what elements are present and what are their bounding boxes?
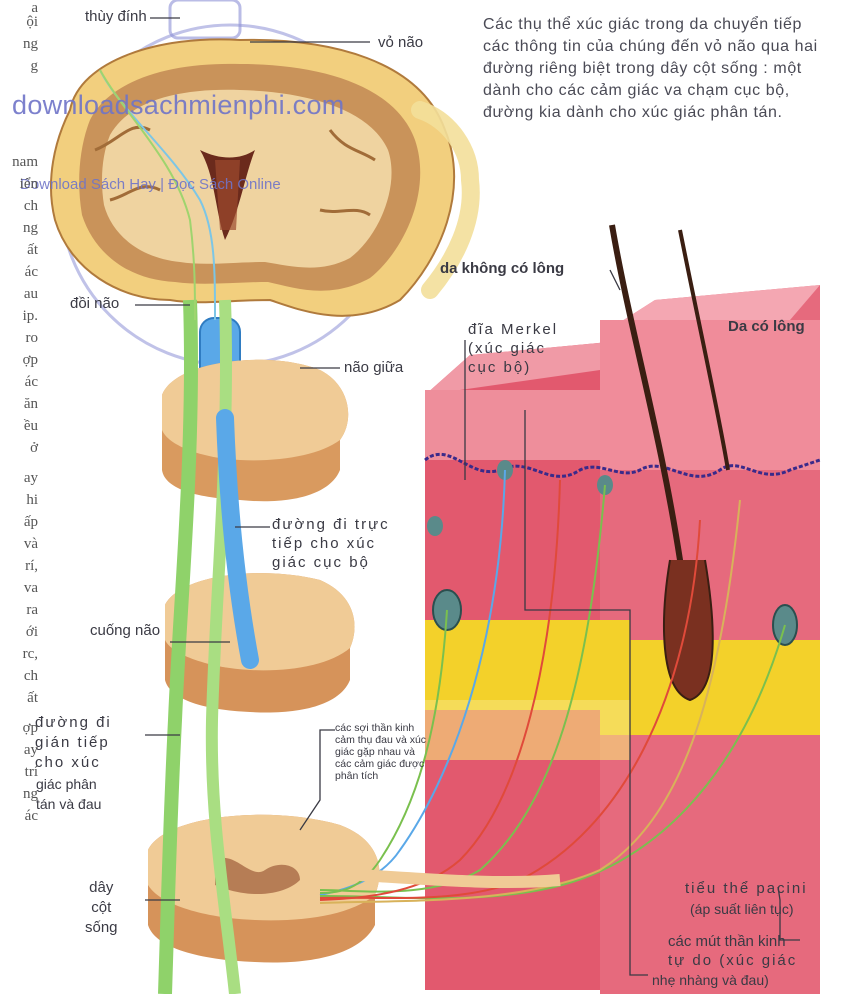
margin-fragment: ợp <box>0 352 38 369</box>
margin-fragment: rc, <box>0 646 38 663</box>
margin-fragment: rí, <box>0 558 38 575</box>
margin-fragment: ro <box>0 330 38 347</box>
label-mut-than-kinh-2: tự do (xúc giác <box>668 952 797 970</box>
margin-fragment: ch <box>0 668 38 685</box>
label-duong-truc-tiep: đường đi trực tiếp cho xúc giác cục bộ <box>272 515 390 572</box>
margin-fragment: va <box>0 580 38 597</box>
margin-fragment: iển <box>0 176 38 193</box>
label-dia-merkel: đĩa Merkel (xúc giác cục bộ) <box>468 320 558 377</box>
label-ap-suat: (áp suất liên tục) <box>690 900 794 918</box>
margin-fragment: ợp <box>0 720 38 737</box>
margin-fragment: nam <box>0 154 38 171</box>
margin-fragment: au <box>0 286 38 303</box>
label-thuy-dinh: thùy đính <box>85 8 147 26</box>
label-duong-gian-tiep-2: giác phân tán và đau <box>36 774 101 814</box>
label-soi-than-kinh: các sợi thần kinh cảm thụ đau và xúc giá… <box>335 722 426 782</box>
label-cuong-nao: cuống não <box>90 622 160 640</box>
label-mut-than-kinh-1: các mút thần kinh <box>668 933 786 951</box>
margin-fragment: g <box>0 58 38 75</box>
watermark-sub: Download Sách Hay | Đọc Sách Online <box>20 176 281 193</box>
label-da-co-long: Da có lông <box>728 318 805 336</box>
margin-fragment: và <box>0 536 38 553</box>
spinal-slice-2 <box>165 573 355 712</box>
margin-fragment: ác <box>0 808 38 825</box>
margin-fragment: ác <box>0 264 38 281</box>
margin-fragment: ới <box>0 624 38 641</box>
margin-fragment: ip. <box>0 308 38 325</box>
label-day-cot-song: dây cột sống <box>85 878 118 938</box>
margin-fragment: ay <box>0 742 38 759</box>
margin-fragment: ch <box>0 198 38 215</box>
label-tieu-the-pacini: tiểu thể pacini <box>685 880 808 898</box>
margin-fragment: ất <box>0 242 38 259</box>
label-vo-nao: vỏ não <box>378 34 423 52</box>
figure-caption: Các thụ thể xúc giác trong da chuyển tiế… <box>483 14 833 124</box>
margin-fragment: ay <box>0 470 38 487</box>
margin-fragment: ấp <box>0 514 38 531</box>
margin-fragment: hi <box>0 492 38 509</box>
label-nao-giua: não giữa <box>344 359 403 377</box>
label-doi-nao: đồi não <box>70 295 119 313</box>
margin-fragment: ng <box>0 786 38 803</box>
margin-fragment: ác <box>0 374 38 391</box>
margin-fragment: ất <box>0 690 38 707</box>
margin-fragment: ăn <box>0 396 38 413</box>
margin-fragment: ều <box>0 418 38 435</box>
margin-fragment: ng <box>0 220 38 237</box>
margin-fragment: ở <box>0 440 38 457</box>
margin-fragment: ội <box>0 14 38 31</box>
label-duong-gian-tiep-1: đường đi gián tiếp cho xúc <box>35 713 112 773</box>
margin-fragment: trí <box>0 764 38 781</box>
watermark-main: downloadsachmienphi.com <box>12 90 345 121</box>
margin-fragment: ng <box>0 36 38 53</box>
margin-fragment: ra <box>0 602 38 619</box>
label-da-khong-long: da không có lông <box>440 260 564 278</box>
label-mut-than-kinh-3: nhẹ nhàng và đau) <box>652 971 769 989</box>
